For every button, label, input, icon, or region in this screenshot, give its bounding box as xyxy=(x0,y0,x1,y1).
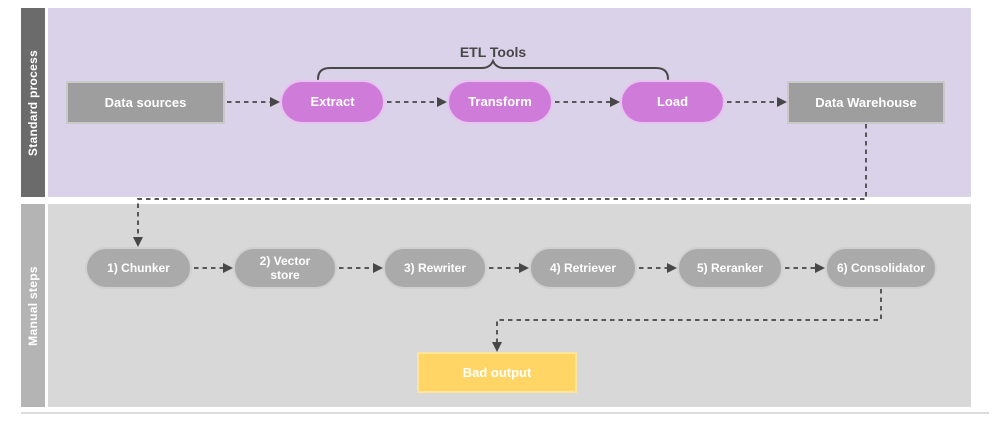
node-retriever: 4) Retriever xyxy=(529,247,637,289)
node-rewriter: 3) Rewriter xyxy=(383,247,487,289)
node-vector-store-label: 2) Vector store xyxy=(259,253,311,282)
node-vector-store: 2) Vector store xyxy=(233,247,337,289)
node-retriever-label: 4) Retriever xyxy=(549,260,617,275)
node-bad-output: Bad output xyxy=(417,352,577,393)
node-chunker-label: 1) Chunker xyxy=(107,260,170,275)
node-bad-output-label: Bad output xyxy=(462,364,532,380)
node-transform-label: Transform xyxy=(468,94,532,110)
node-extract-label: Extract xyxy=(310,94,355,110)
bottom-divider xyxy=(21,412,989,414)
node-extract: Extract xyxy=(280,80,385,124)
node-transform: Transform xyxy=(447,80,553,124)
node-data-warehouse-label: Data Warehouse xyxy=(815,94,917,110)
lane-label-manual-steps-text: Manual steps xyxy=(26,265,40,346)
node-reranker-label: 5) Reranker xyxy=(696,260,764,275)
node-load-label: Load xyxy=(656,94,689,110)
node-data-sources: Data sources xyxy=(66,81,225,124)
node-consolidator: 6) Consolidator xyxy=(825,247,937,289)
node-rewriter-label: 3) Rewriter xyxy=(403,260,467,275)
node-data-sources-label: Data sources xyxy=(104,94,187,110)
node-data-warehouse: Data Warehouse xyxy=(787,81,945,124)
node-reranker: 5) Reranker xyxy=(677,247,783,289)
node-consolidator-label: 6) Consolidator xyxy=(837,260,926,275)
lane-label-standard-process: Standard process xyxy=(21,8,45,197)
node-load: Load xyxy=(620,80,725,124)
etl-tools-label: ETL Tools xyxy=(459,44,527,60)
lane-label-manual-steps: Manual steps xyxy=(21,204,45,407)
node-chunker: 1) Chunker xyxy=(85,247,192,289)
lane-label-standard-process-text: Standard process xyxy=(26,49,41,156)
